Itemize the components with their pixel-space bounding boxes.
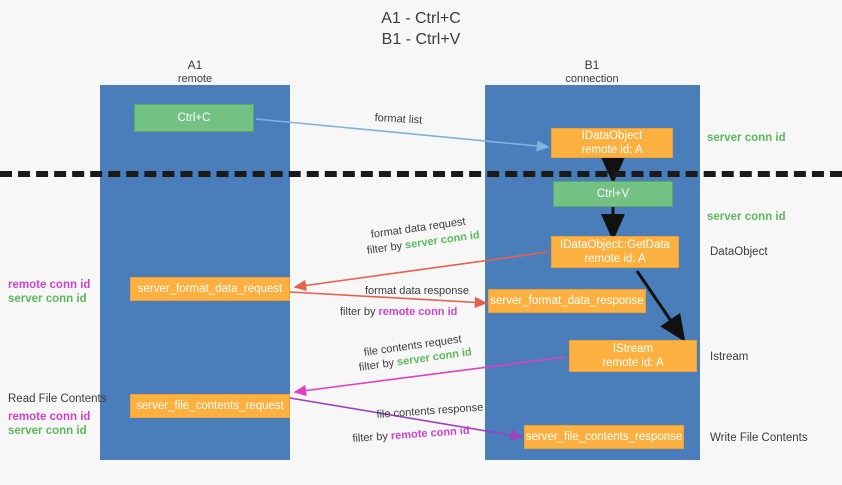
title-line-1: A1 - Ctrl+C [381,10,461,27]
filter-key-4: remote conn id [390,424,470,443]
left-note-format-data: remote conn id server conn id [8,278,90,306]
edge-label-format-list: format list [374,111,423,127]
label-server-conn-id-mid: server conn id [707,211,786,223]
edge-label-format-data-response: format data response [365,285,469,297]
box-getdata[interactable]: IDataObject::GetData remote id: A [551,236,679,268]
label-write-file-contents: Write File Contents [710,432,808,444]
box-server-file-contents-response[interactable]: server_file_contents_response [524,425,684,449]
edge-label-format-data-response-filter: filter by remote conn id [340,305,457,319]
label-read-file-contents: Read File Contents [8,393,107,405]
box-server-format-data-response[interactable]: server_format_data_response [488,289,646,313]
filter-prefix-2: filter by [340,306,379,318]
column-a1-role: remote [177,73,213,85]
label-istream: Istream [710,351,749,363]
box-server-file-contents-request-label: server_file_contents_request [136,400,284,412]
box-server-file-contents-request[interactable]: server_file_contents_request [130,394,290,418]
column-a1-name: A1 [187,58,203,72]
left-note-file-server: server conn id [8,425,87,437]
box-server-format-data-response-label: server_format_data_response [490,295,644,307]
box-getdata-line1: IDataObject::GetData [560,239,670,251]
column-header-a1: A1 remote [135,58,255,86]
edge-label-file-contents-response-filter: filter by remote conn id [352,424,470,446]
box-ctrl-c-label: Ctrl+C [177,112,211,124]
left-note-format-server: server conn id [8,293,87,305]
left-note-file-remote: remote conn id [8,411,91,423]
box-server-format-data-request-label: server_format_data_request [137,283,283,295]
box-ctrl-v-label: Ctrl+V [596,188,630,200]
page-title: A1 - Ctrl+C B1 - Ctrl+V [0,8,842,50]
box-idataobject-line1: IDataObject [581,130,643,142]
filter-prefix-4: filter by [352,430,392,445]
left-note-file-contents: remote conn id server conn id [8,410,90,438]
label-server-conn-id-top: server conn id [707,132,786,144]
box-istream-line2: remote id: A [602,357,664,369]
box-idataobject-line2: remote id: A [581,144,643,156]
label-dataobject: DataObject [710,246,768,258]
edge-label-file-contents-response: file contents response [376,401,484,421]
filter-prefix-3: filter by [358,356,398,374]
column-b1-name: B1 [584,58,600,72]
box-server-file-contents-response-label: server_file_contents_response [525,431,683,443]
column-header-b1: B1 connection [532,58,652,86]
box-idataobject[interactable]: IDataObject remote id: A [551,128,673,158]
column-b1-role: connection [565,73,619,85]
box-istream[interactable]: IStream remote id: A [569,340,697,372]
box-ctrl-v[interactable]: Ctrl+V [553,181,673,207]
filter-prefix-1: filter by [366,239,406,257]
box-istream-line1: IStream [612,343,654,355]
filter-key-2: remote conn id [378,306,458,318]
title-line-2: B1 - Ctrl+V [381,31,461,48]
box-server-format-data-request[interactable]: server_format_data_request [130,277,290,301]
left-note-format-remote: remote conn id [8,279,91,291]
box-getdata-line2: remote id: A [584,253,646,265]
box-ctrl-c[interactable]: Ctrl+C [134,104,254,132]
section-divider [0,171,842,177]
